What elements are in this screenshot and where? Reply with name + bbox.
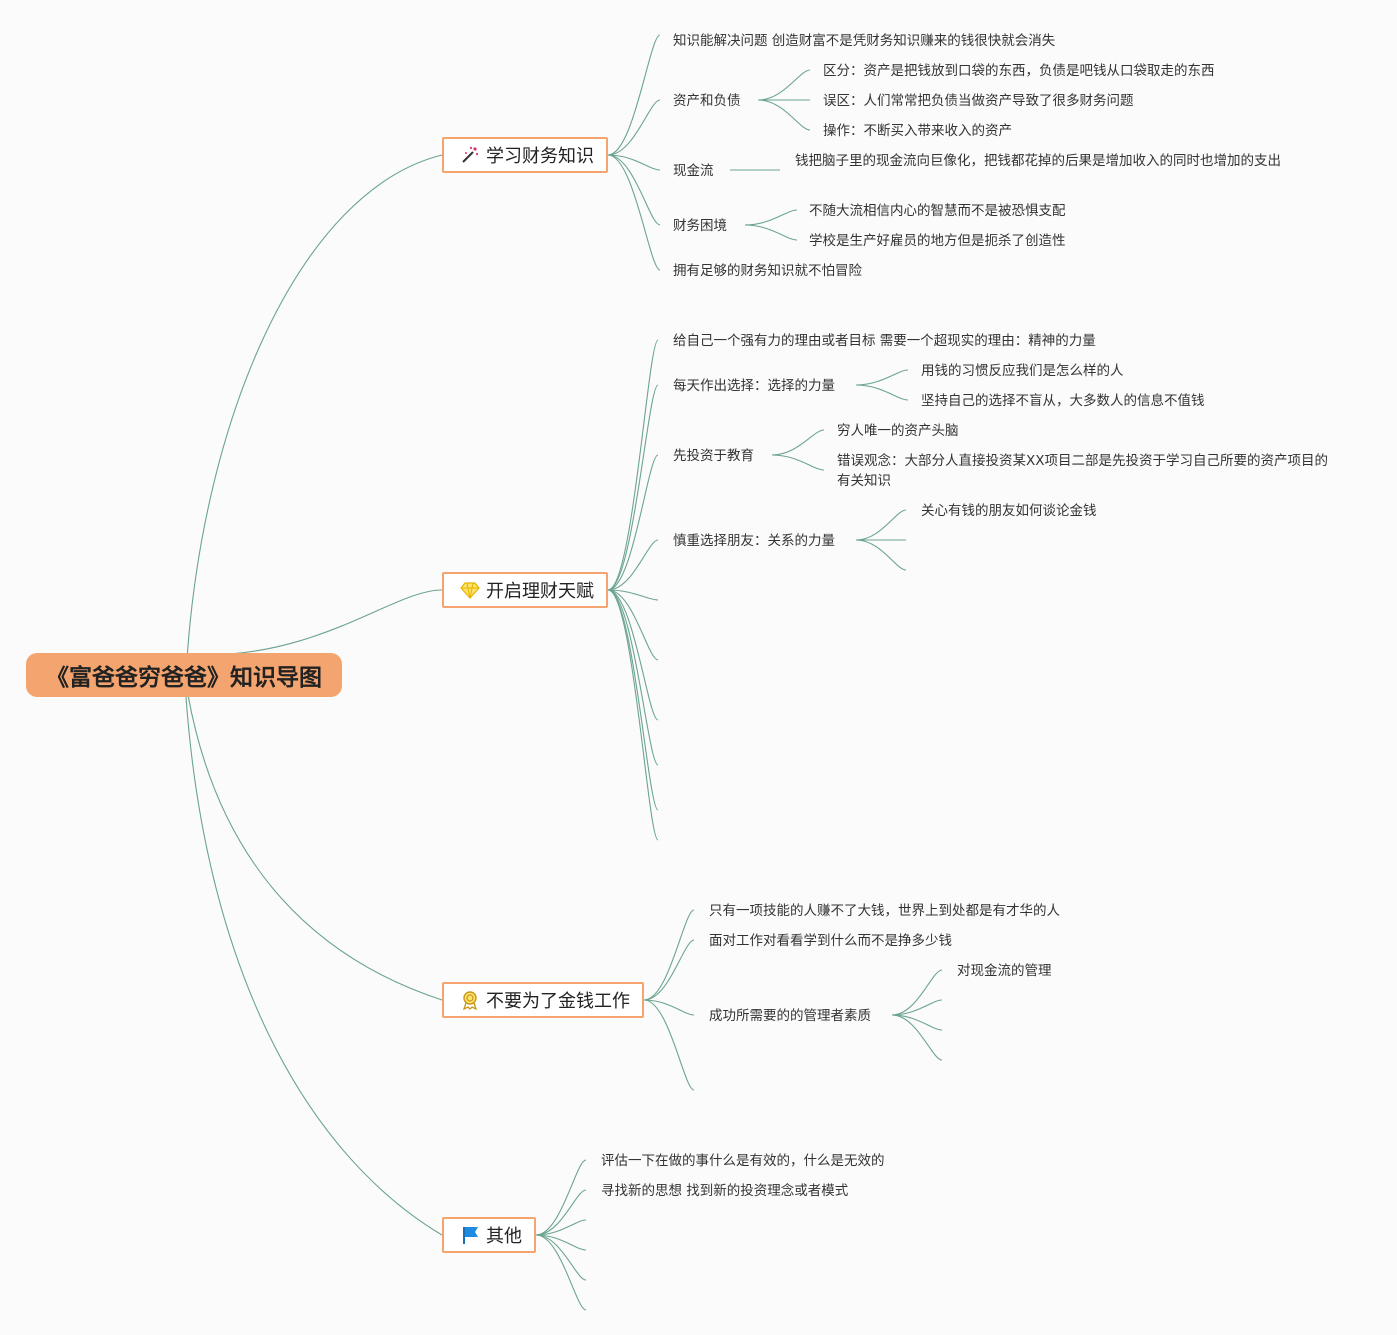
topic-link (607, 589, 659, 601)
subtopic-link (891, 999, 943, 1016)
node-financial-dilemma[interactable]: 财务困境 (673, 218, 727, 234)
node-learn-not-earn[interactable]: 面对工作对看看学到什么而不是挣多少钱 (709, 933, 952, 949)
root-link (187, 694, 443, 1001)
subtopic-link (855, 539, 907, 571)
subtopic-link (771, 429, 825, 456)
node-invest-education[interactable]: 先投资于教育 (673, 448, 754, 464)
root-link (185, 696, 443, 1236)
node-money-habits[interactable]: 用钱的习惯反应我们是怎么样的人 (921, 363, 1124, 379)
node-dilemma-inner-wisdom[interactable]: 不随大流相信内心的智慧而不是被恐惧支配 (809, 203, 1066, 219)
topic-link (643, 999, 695, 1091)
subtopic-link (744, 209, 798, 226)
node-enough-knowledge-risk[interactable]: 拥有足够的财务知识就不怕冒险 (673, 263, 862, 279)
node-stick-to-choice[interactable]: 坚持自己的选择不盲从，大多数人的信息不值钱 (921, 393, 1205, 409)
topic-link (535, 1219, 587, 1236)
node-dilemma-school[interactable]: 学校是生产好雇员的地方但是扼杀了创造性 (809, 233, 1066, 249)
subtopic-link (891, 969, 943, 1016)
topic-link (607, 589, 659, 766)
topic-financial-talent[interactable]: 开启理财天赋 (442, 572, 608, 608)
topic-link (607, 589, 659, 841)
topic-link (607, 589, 659, 811)
node-evaluate-effective[interactable]: 评估一下在做的事什么是有效的，什么是无效的 (601, 1153, 885, 1169)
topic-link (607, 99, 661, 156)
topic-link (643, 909, 695, 1001)
node-cash-flow-visualize[interactable]: 钱把脑子里的现金流向巨像化，把钱都花掉的后果是增加收入的同时也增加的支出 (795, 153, 1281, 169)
central-topic[interactable]: 《富爸爸穷爸爸》知识导图 (26, 653, 342, 697)
topic-others[interactable]: 其他 (442, 1217, 536, 1253)
subtopic-link (757, 69, 811, 101)
topic-link (607, 34, 661, 156)
node-daily-choice[interactable]: 每天作出选择：选择的力量 (673, 378, 835, 394)
topic-link (643, 999, 695, 1016)
diamond-icon (460, 580, 480, 600)
topic-not-work-for-money[interactable]: 不要为了金钱工作 (442, 982, 644, 1018)
topic-link (535, 1234, 587, 1281)
subtopic-link (744, 224, 798, 241)
topic-link (607, 339, 659, 591)
subtopic-link (855, 369, 909, 386)
topic-label: 开启理财天赋 (486, 581, 594, 602)
topic-label: 学习财务知识 (486, 146, 594, 167)
node-assets-operation[interactable]: 操作：不断买入带来收入的资产 (823, 123, 1012, 139)
flag-icon (460, 1225, 480, 1245)
node-rich-friends-money[interactable]: 关心有钱的朋友如何谈论金钱 (921, 503, 1097, 519)
node-assets-liabilities[interactable]: 资产和负债 (673, 93, 741, 109)
subtopic-link (757, 99, 811, 131)
topic-label: 其他 (486, 1226, 522, 1247)
subtopic-link (855, 509, 907, 541)
node-assets-misconception[interactable]: 误区：人们常常把负债当做资产导致了很多财务问题 (823, 93, 1134, 109)
node-single-skill[interactable]: 只有一项技能的人赚不了大钱，世界上到处都是有才华的人 (709, 903, 1060, 919)
subtopic-link (855, 384, 909, 401)
topic-link (607, 454, 659, 591)
node-wrong-concept[interactable]: 错误观念：大部分人直接投资某XX项目二部是先投资于学习自己所要的资产项目的有关知… (837, 453, 1328, 489)
topic-label: 不要为了金钱工作 (486, 991, 630, 1012)
topic-link (535, 1234, 587, 1311)
node-cash-flow[interactable]: 现金流 (673, 163, 714, 179)
subtopic-link (771, 454, 825, 471)
subtopic-link (891, 1014, 943, 1061)
topic-link (607, 589, 659, 721)
topic-link (607, 384, 659, 591)
topic-link (607, 154, 661, 171)
node-manager-qualities[interactable]: 成功所需要的的管理者素质 (709, 1008, 871, 1024)
node-choose-friends[interactable]: 慎重选择朋友：关系的力量 (673, 533, 835, 549)
node-knowledge-solves-problems[interactable]: 知识能解决问题 创造财富不是凭财务知识赚来的钱很快就会消失 (673, 33, 1056, 49)
award-badge-icon (460, 990, 480, 1010)
topic-link (607, 154, 661, 226)
subtopic-link (891, 1014, 943, 1031)
node-strong-reason[interactable]: 给自己一个强有力的理由或者目标 需要一个超现实的理由：精神的力量 (673, 333, 1096, 349)
node-new-ideas[interactable]: 寻找新的思想 找到新的投资理念或者模式 (601, 1183, 849, 1199)
node-mind-only-asset[interactable]: 穷人唯一的资产头脑 (837, 423, 959, 439)
topic-link (535, 1189, 587, 1236)
root-link (204, 589, 443, 656)
magic-wand-icon (460, 145, 480, 165)
root-link (185, 154, 443, 676)
topic-link (643, 939, 695, 1001)
node-cash-flow-management[interactable]: 对现金流的管理 (957, 963, 1052, 979)
topic-link (607, 589, 659, 661)
topic-learn-financial-knowledge[interactable]: 学习财务知识 (442, 137, 608, 173)
topic-link (607, 539, 659, 591)
topic-link (535, 1159, 587, 1236)
topic-link (607, 154, 661, 271)
node-assets-distinction[interactable]: 区分：资产是把钱放到口袋的东西，负债是吧钱从口袋取走的东西 (823, 63, 1215, 79)
